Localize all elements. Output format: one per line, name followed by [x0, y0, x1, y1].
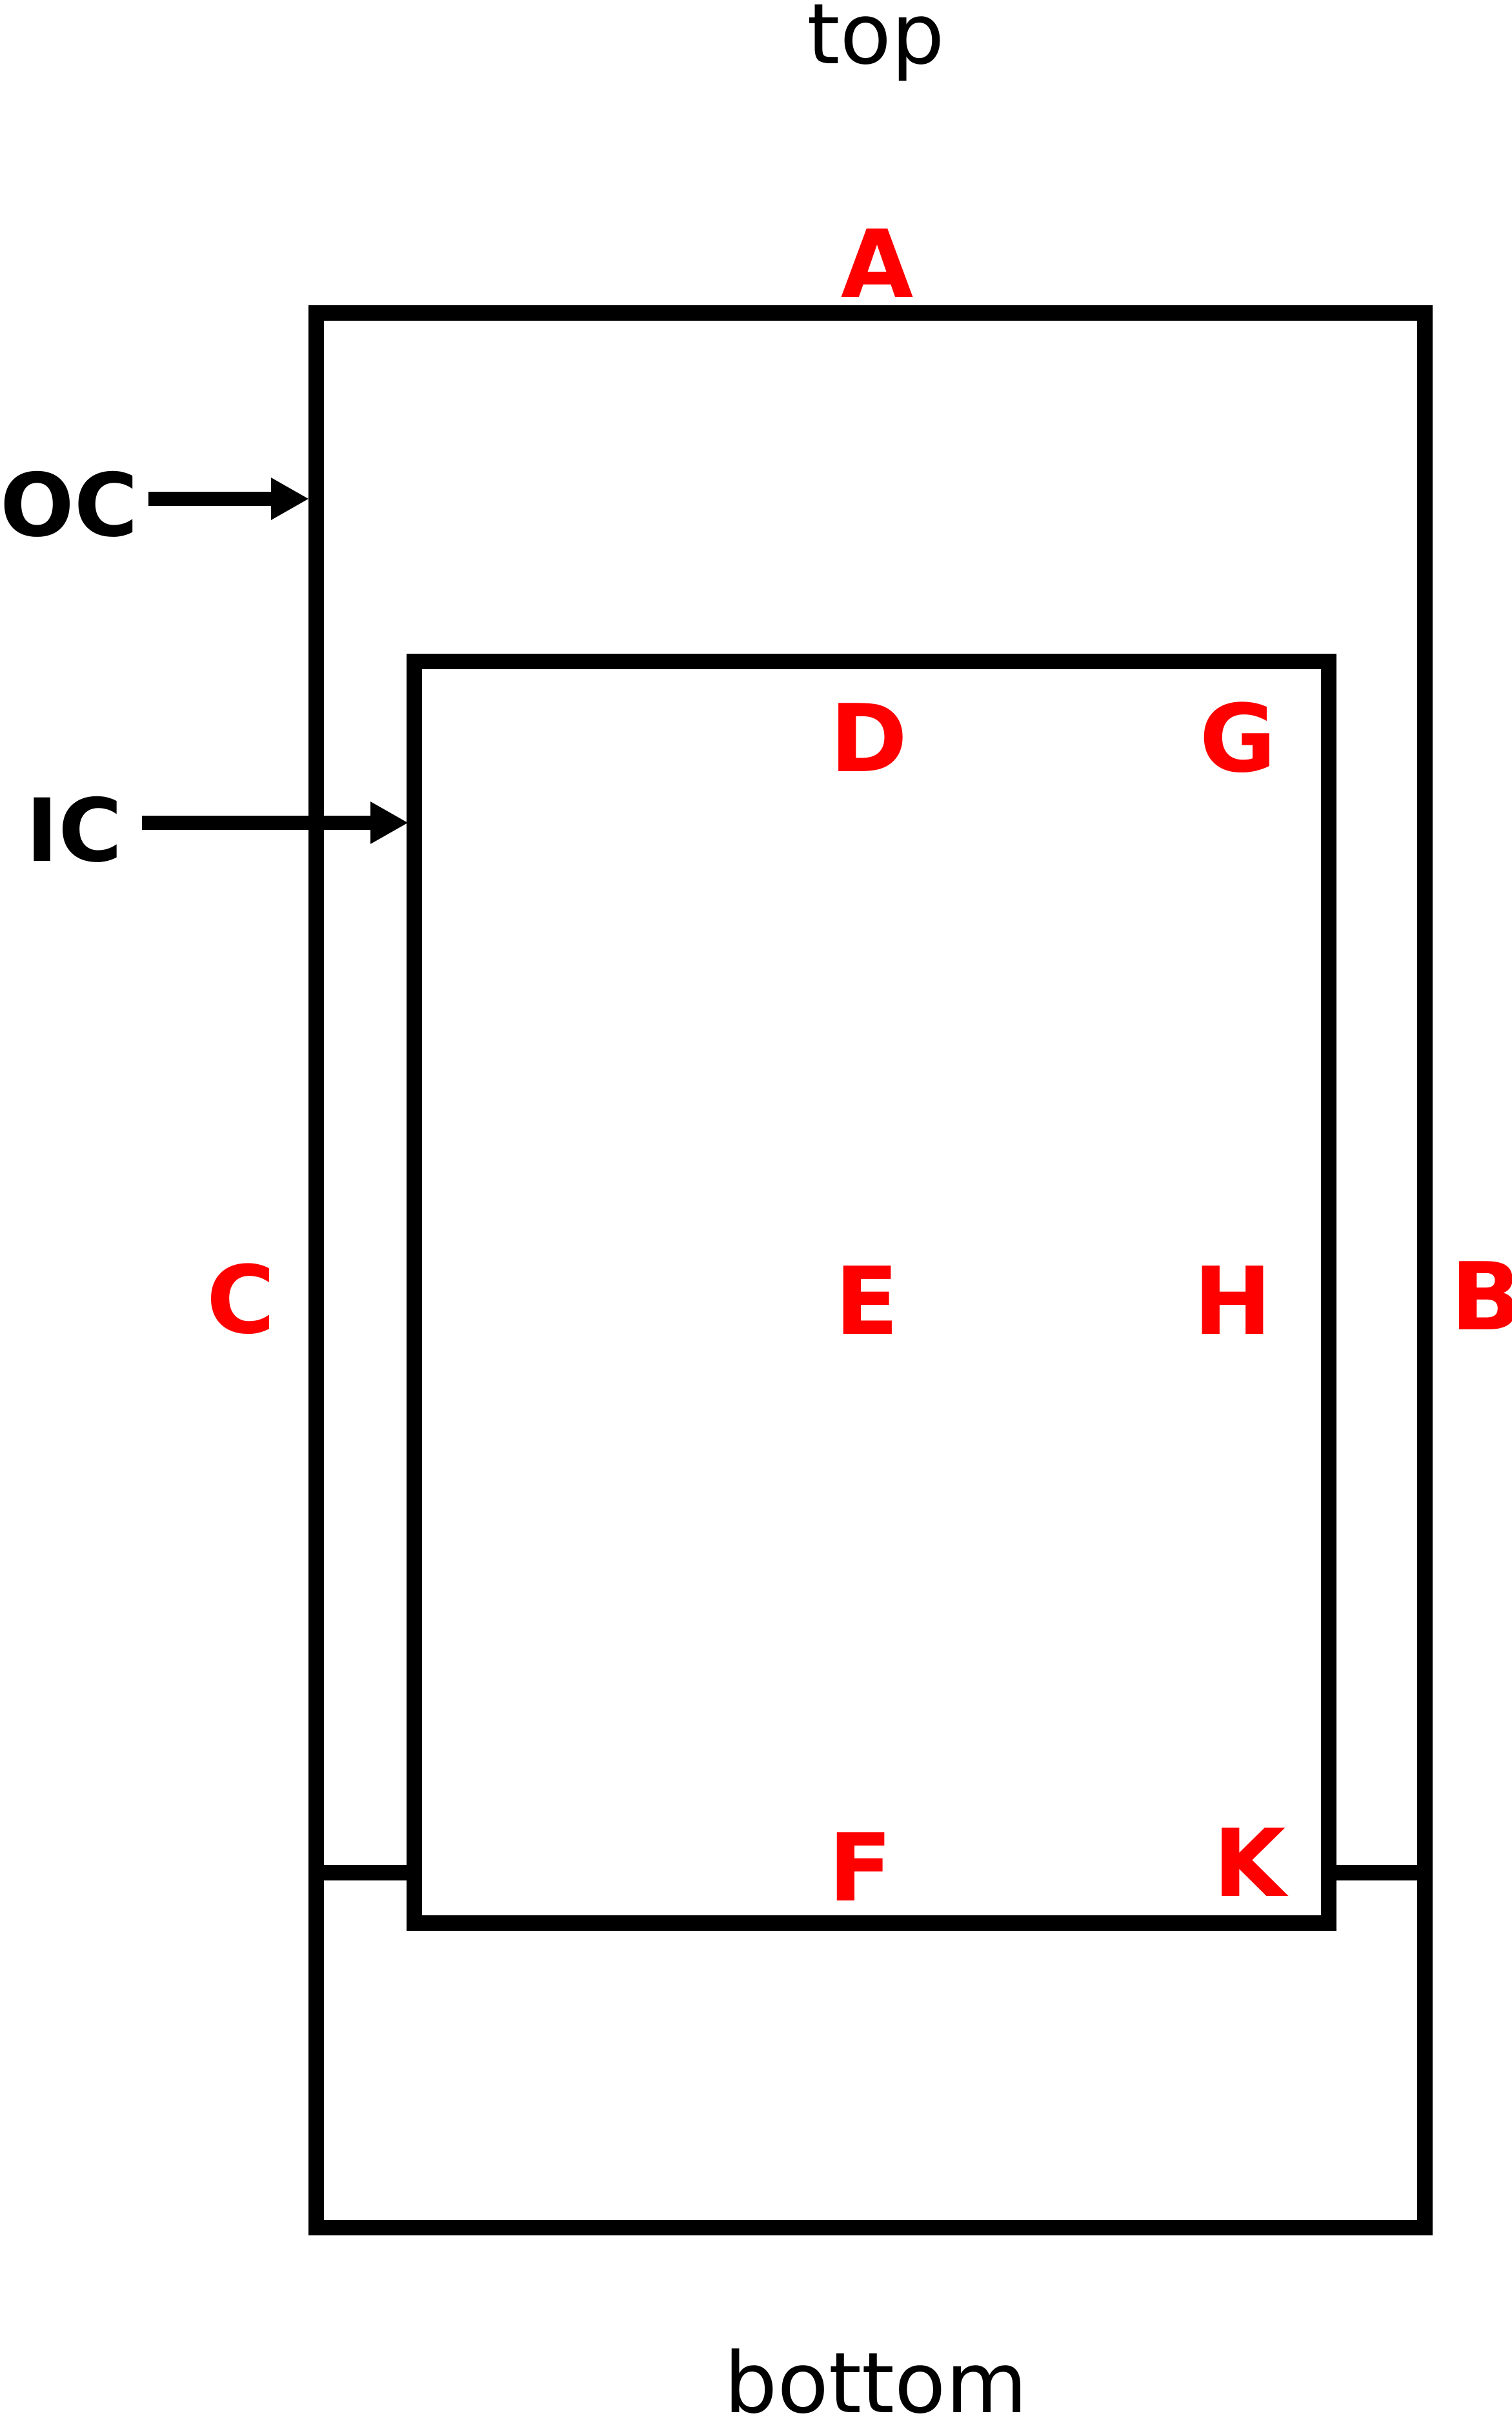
letter-e: E [834, 1247, 898, 1356]
label-oc: OC [0, 455, 138, 556]
letter-b: B [1451, 1243, 1512, 1352]
outer-container [308, 305, 1433, 2235]
caption-top: top [807, 0, 944, 83]
arrow-ic-head [370, 801, 408, 844]
letter-h: H [1193, 1247, 1271, 1356]
caption-bottom: bottom [724, 2334, 1027, 2418]
letter-f: F [828, 1814, 892, 1923]
arrow-oc-head [271, 478, 308, 520]
label-ic: IC [26, 780, 122, 882]
letter-c: C [207, 1246, 275, 1355]
inner-container [407, 654, 1336, 1931]
letter-a: A [841, 210, 913, 319]
letter-g: G [1199, 685, 1276, 794]
letter-k: K [1213, 1809, 1289, 1919]
letter-d: D [830, 685, 907, 794]
